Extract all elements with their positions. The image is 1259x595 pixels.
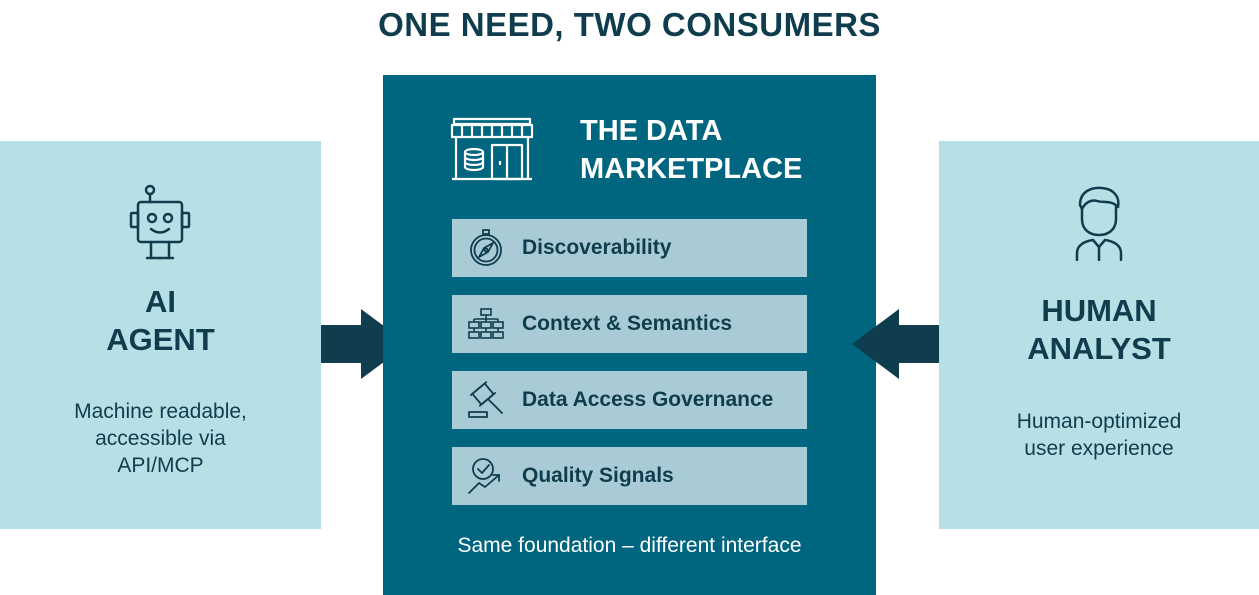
- marketplace-tagline: Same foundation – different interface: [457, 534, 802, 557]
- feature-context-semantics: Context & Semantics: [452, 295, 807, 353]
- ai-agent-heading-line1: AI: [145, 284, 176, 319]
- feature-discoverability: Discoverability: [452, 219, 807, 277]
- ai-agent-panel: AI AGENT Machine readable, accessible vi…: [0, 141, 321, 529]
- human-analyst-heading-line2: ANALYST: [1027, 331, 1171, 366]
- human-analyst-desc-line1: Human-optimized: [1016, 410, 1182, 433]
- compass-icon: [470, 229, 502, 266]
- marketplace-title-line2: MARKETPLACE: [580, 153, 803, 185]
- ai-agent-description: Machine readable, accessible via API/MCP: [0, 398, 321, 479]
- ai-agent-heading-line2: AGENT: [106, 322, 215, 357]
- feature-data-access-governance: Data Access Governance: [452, 371, 807, 429]
- ai-agent-desc-line2: accessible via: [95, 427, 226, 450]
- page-title: ONE NEED, TWO CONSUMERS: [378, 6, 881, 43]
- hierarchy-icon: [468, 308, 504, 339]
- person-icon: [1075, 186, 1123, 261]
- human-analyst-panel: HUMAN ANALYST Human-optimized user exper…: [939, 141, 1259, 529]
- data-marketplace-panel: THE DATA MARKETPLACE Discoverability: [383, 75, 876, 595]
- arrow-right-icon: [321, 309, 408, 379]
- human-analyst-heading: HUMAN ANALYST: [939, 292, 1259, 368]
- human-analyst-heading-line1: HUMAN: [1041, 293, 1157, 328]
- ai-agent-heading: AI AGENT: [0, 283, 321, 359]
- ai-agent-desc-line3: API/MCP: [117, 454, 204, 477]
- feature-label: Quality Signals: [522, 464, 674, 487]
- marketplace-title: THE DATA MARKETPLACE: [580, 112, 802, 188]
- feature-label: Context & Semantics: [522, 312, 733, 335]
- feature-label: Discoverability: [522, 236, 672, 259]
- robot-icon: [129, 184, 191, 260]
- check-trend-icon: [468, 458, 500, 494]
- gavel-icon: [468, 381, 503, 418]
- feature-quality-signals: Quality Signals: [452, 447, 807, 505]
- storefront-database-icon: [450, 117, 534, 181]
- marketplace-title-line1: THE DATA: [580, 115, 723, 147]
- feature-label: Data Access Governance: [522, 388, 774, 411]
- human-analyst-description: Human-optimized user experience: [939, 408, 1259, 462]
- ai-agent-desc-line1: Machine readable,: [74, 400, 247, 423]
- human-analyst-desc-line2: user experience: [1024, 437, 1174, 460]
- arrow-left-icon: [852, 309, 939, 379]
